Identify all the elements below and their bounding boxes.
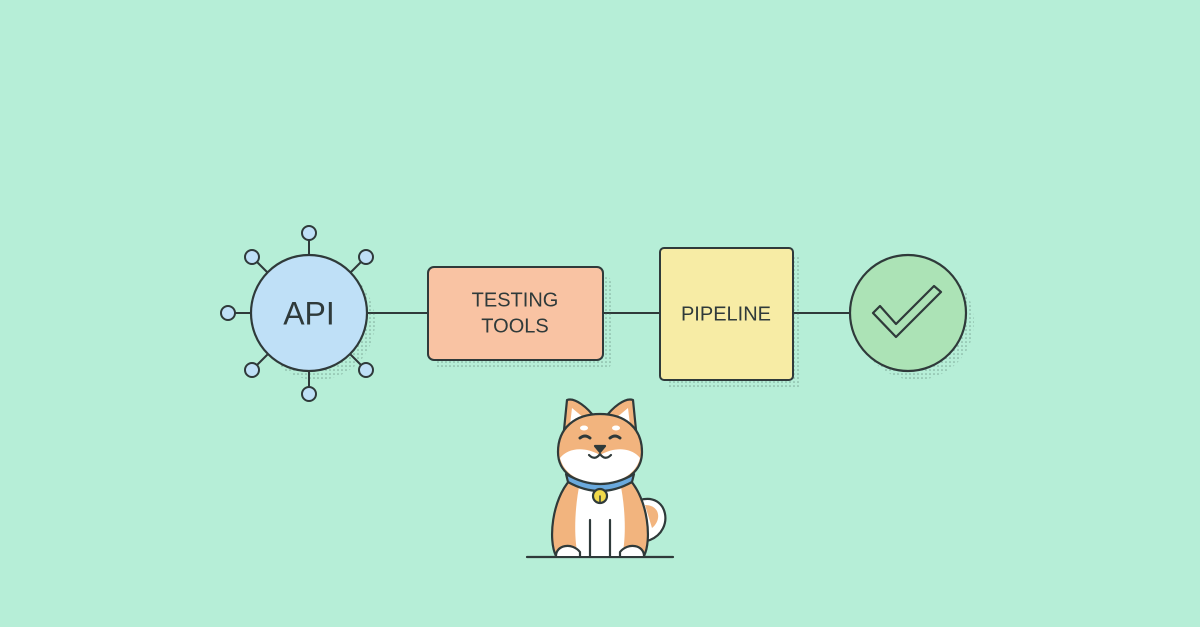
testing-tools-node: TESTING TOOLS (427, 266, 611, 369)
api-endpoints (220, 225, 374, 402)
dog-eye-right (608, 434, 622, 440)
pipeline-box (659, 247, 794, 381)
endpoint-dot (358, 249, 374, 265)
api-circle (249, 253, 369, 373)
pipeline-label: PIPELINE (681, 303, 771, 325)
api-label: API (283, 295, 335, 331)
testing-box (427, 266, 604, 361)
api-spokes (235, 240, 362, 387)
dog-mouth (587, 452, 613, 459)
endpoint-dot (301, 225, 317, 241)
pipeline-node: PIPELINE (659, 247, 801, 389)
api-node: API (220, 225, 375, 402)
checkmark-icon (871, 284, 943, 339)
testing-label-line2: TOOLS (481, 315, 548, 337)
endpoint-dot (358, 362, 374, 378)
dog-nose (593, 444, 607, 454)
endpoint-dot (301, 386, 317, 402)
dog-collar (564, 472, 636, 492)
dog-eye-left (578, 434, 592, 440)
endpoint-dot (244, 249, 260, 265)
testing-label-line1: TESTING (472, 289, 559, 311)
endpoint-dot (244, 362, 260, 378)
shiba-dog-illustration (525, 398, 675, 559)
endpoint-dot (220, 305, 236, 321)
success-node (848, 253, 974, 380)
